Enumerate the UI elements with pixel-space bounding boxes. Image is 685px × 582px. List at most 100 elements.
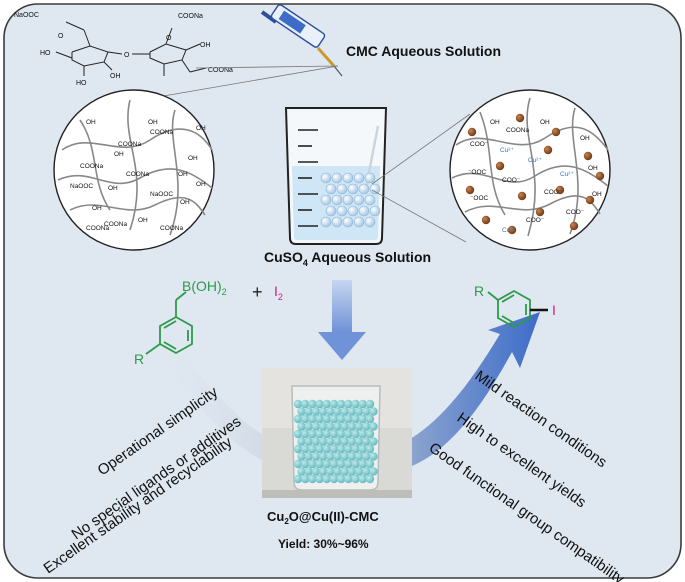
catalyst-bead <box>337 459 346 469</box>
solution-droplet <box>331 194 343 206</box>
r-right-label: R <box>474 283 484 299</box>
catalyst-bead <box>318 407 328 416</box>
cu2o-particle <box>569 221 579 231</box>
catalyst-bead <box>333 422 342 431</box>
catalyst-bead <box>329 459 339 469</box>
right-network-label: ⁻OOC <box>470 195 489 202</box>
catalyst-bead <box>293 414 303 424</box>
left-network-label: OH <box>196 125 206 132</box>
mol-oh-mid: OH <box>110 73 121 80</box>
catalyst-bead <box>347 407 357 416</box>
catalyst-bead <box>337 399 346 409</box>
catalyst-bead <box>365 429 375 439</box>
cuso4-label: CuSO4 Aqueous Solution <box>264 249 431 268</box>
cu-ion-label: Cu²⁺ <box>500 147 514 154</box>
catalyst-bead <box>337 474 346 484</box>
catalyst-bead <box>358 459 367 469</box>
catalyst-bead <box>326 437 335 446</box>
solution-droplet <box>331 172 343 184</box>
catalyst-bead <box>344 444 353 454</box>
solution-droplet <box>369 205 381 217</box>
catalyst-bead <box>358 414 367 424</box>
catalyst-bead <box>315 444 324 454</box>
catalyst-bead <box>351 474 360 484</box>
solution-droplet <box>347 205 359 217</box>
iodine-reagent: I2 <box>274 283 283 302</box>
catalyst-bead <box>308 414 317 424</box>
cu2o-particle <box>555 185 565 195</box>
mol-oh-right: OH <box>200 42 211 49</box>
catalyst-bead <box>301 444 310 454</box>
catalyst-bead <box>365 414 375 424</box>
cu2o-particle <box>583 151 593 161</box>
left-network-label: OH <box>196 181 206 188</box>
cu2o-particle <box>585 195 595 205</box>
catalyst-bead <box>322 444 331 454</box>
catalyst-bead <box>297 437 306 446</box>
catalyst-bead <box>365 459 375 469</box>
catalyst-bead <box>315 429 324 439</box>
catalyst-bead <box>354 467 364 476</box>
pointer-line-molecule <box>195 65 339 69</box>
catalyst-bead <box>354 422 364 431</box>
catalyst-bead <box>333 452 342 461</box>
left-network-label: OH <box>138 217 148 224</box>
cmc-label: CMC Aqueous Solution <box>346 43 501 59</box>
catalyst-bead <box>304 407 313 416</box>
left-network-label: OH <box>148 119 158 126</box>
right-network-label: COONa <box>506 127 530 134</box>
catalyst-bead <box>326 467 335 476</box>
catalyst-bead <box>304 467 313 476</box>
solution-droplet <box>325 205 337 217</box>
catalyst-bead <box>365 399 375 409</box>
cu2o-particle <box>507 225 517 235</box>
down-arrow <box>318 280 366 360</box>
cu2o-particle <box>495 161 505 171</box>
solution-droplet <box>342 216 354 228</box>
catalyst-bead <box>362 422 371 431</box>
r-left-label: R <box>134 351 144 367</box>
solution-droplet <box>342 172 354 184</box>
right-network-label: COO⁻ <box>544 189 563 196</box>
solution-droplet <box>364 172 376 184</box>
catalyst-bead <box>351 429 360 439</box>
catalyst-bead <box>358 444 367 454</box>
pointer-line-left-circle <box>151 65 339 99</box>
left-network-label: COONa <box>150 129 174 136</box>
catalyst-bead <box>340 422 349 431</box>
catalyst-bead <box>322 459 331 469</box>
catalyst-bead <box>369 437 378 446</box>
catalyst-bead <box>326 452 335 461</box>
catalyst-bead <box>362 452 371 461</box>
catalyst-bead <box>308 429 317 439</box>
solution-droplet <box>353 194 365 206</box>
catalyst-bead <box>308 459 317 469</box>
left-network-label: OH <box>188 155 198 162</box>
catalyst-bead <box>347 452 357 461</box>
plus-sign: + <box>252 282 263 302</box>
catalyst-yield: Yield: 30%~96% <box>278 537 369 551</box>
catalyst-bead <box>322 429 331 439</box>
curved-reaction-arrow <box>170 312 540 474</box>
catalyst-bead <box>354 407 364 416</box>
catalyst-bead <box>344 459 353 469</box>
catalyst-bead <box>326 422 335 431</box>
boronic-label: B(OH)2 <box>182 278 227 297</box>
left-network-label: OH <box>108 185 118 192</box>
left-network-label: OH <box>180 199 190 206</box>
catalyst-bead <box>347 467 357 476</box>
catalyst-bead <box>329 474 339 484</box>
catalyst-bead <box>304 437 313 446</box>
catalyst-bead <box>293 444 303 454</box>
catalyst-bead <box>329 399 339 409</box>
catalyst-bead <box>322 474 331 484</box>
catalyst-bead <box>333 467 342 476</box>
left-network-label: COONa <box>126 171 150 178</box>
left-network-label: OH <box>92 205 102 212</box>
right-network-label: COO⁻ <box>566 209 585 216</box>
left-network-label: OH <box>114 151 124 158</box>
catalyst-bead <box>337 414 346 424</box>
catalyst-bead <box>297 422 306 431</box>
